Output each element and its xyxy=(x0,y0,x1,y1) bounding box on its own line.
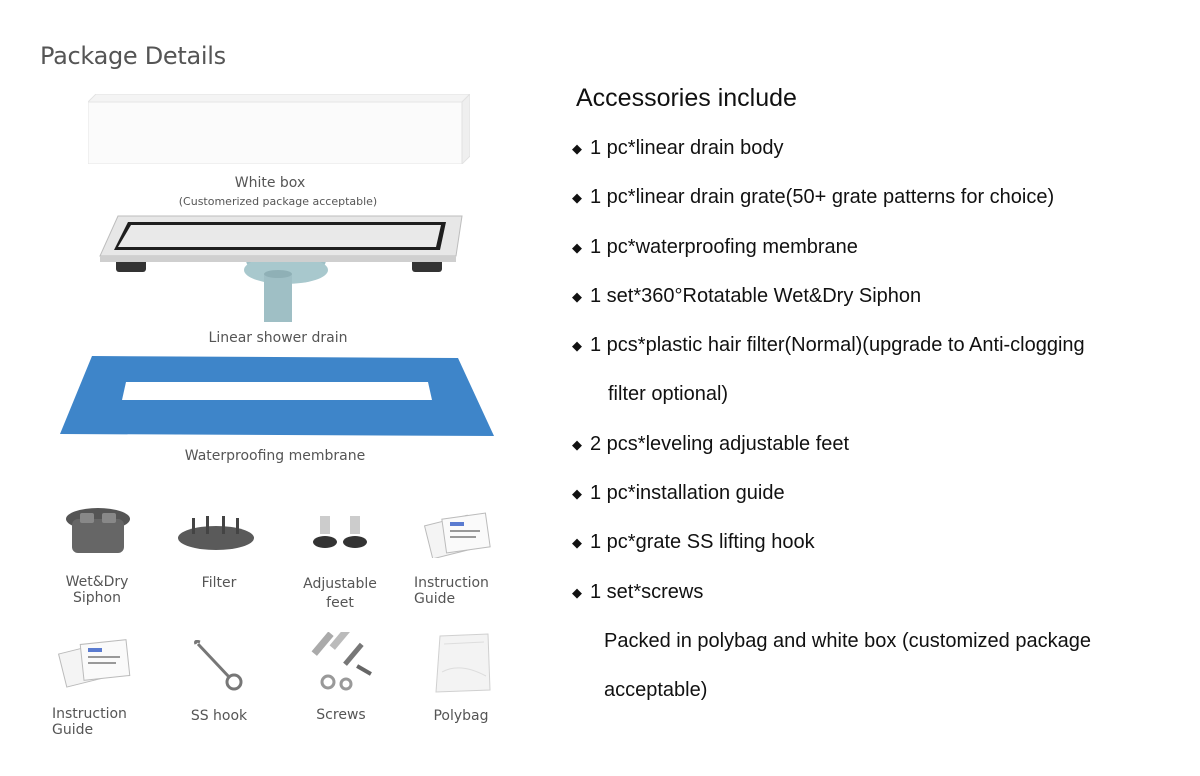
packing-note: Packed in polybag and white box (customi… xyxy=(604,629,1091,652)
filter-icon xyxy=(178,516,254,550)
accessory-label-screws: Screws xyxy=(316,707,366,723)
accessory-label-feet: Adjustable feet xyxy=(303,576,377,611)
diamond-bullet-icon: ◆ xyxy=(572,436,582,452)
shower-drain-label: Linear shower drain xyxy=(208,330,348,346)
diamond-bullet-icon: ◆ xyxy=(572,584,582,600)
shower-drain-image xyxy=(99,215,463,322)
membrane-label: Waterproofing membrane xyxy=(184,448,366,464)
diamond-bullet-icon: ◆ xyxy=(572,190,582,206)
accessory-label-filter: Filter xyxy=(201,575,237,591)
diamond-bullet-icon: ◆ xyxy=(572,338,582,354)
accessory-item: ◆1 pc*linear drain grate(50+ grate patte… xyxy=(572,173,1192,222)
feet-icon xyxy=(313,516,367,548)
accessory-item: ◆1 pc*grate SS lifting hook xyxy=(572,518,1192,567)
accessories-title: Accessories include xyxy=(576,84,797,112)
diamond-bullet-icon: ◆ xyxy=(572,535,582,551)
page-title: Package Details xyxy=(40,42,226,70)
accessory-label-polybag: Polybag xyxy=(433,708,489,724)
accessory-item: ◆1 pc*waterproofing membrane xyxy=(572,223,1192,272)
accessory-item: ◆1 pc*installation guide xyxy=(572,469,1192,518)
accessory-label-guide-2: Instruction Guide xyxy=(52,706,127,738)
diamond-bullet-icon: ◆ xyxy=(572,288,582,304)
accessory-label-guide: Instruction Guide xyxy=(414,575,489,607)
accessory-item: ◆1 pc*linear drain body xyxy=(572,124,1192,173)
accessory-item: ◆1 pcs*plastic hair filter(Normal)(upgra… xyxy=(572,321,1192,370)
membrane-image xyxy=(60,356,494,436)
accessory-item-continuation: filter optional) xyxy=(608,383,729,406)
white-box-image xyxy=(88,94,470,164)
white-box-sublabel: (Customerized package acceptable) xyxy=(178,195,378,208)
accessories-list: ◆1 pc*linear drain body ◆1 pc*linear dra… xyxy=(572,124,1192,716)
screws-icon xyxy=(311,632,372,691)
accessory-item: ◆1 set*360°Rotatable Wet&Dry Siphon xyxy=(572,272,1192,321)
guide-icon xyxy=(58,639,131,688)
diamond-bullet-icon: ◆ xyxy=(572,239,582,255)
white-box-label: White box xyxy=(234,175,306,191)
guide-icon xyxy=(424,512,491,558)
diamond-bullet-icon: ◆ xyxy=(572,486,582,502)
diamond-bullet-icon: ◆ xyxy=(572,141,582,156)
accessory-label-hook: SS hook xyxy=(190,708,248,724)
accessory-item: ◆1 set*screws xyxy=(572,568,1192,617)
packing-note-continuation: acceptable) xyxy=(604,679,708,702)
siphon-icon xyxy=(66,508,130,553)
polybag-icon xyxy=(435,633,491,693)
accessory-label-siphon: Wet&Dry Siphon xyxy=(65,574,129,606)
hook-icon xyxy=(194,640,243,691)
accessory-item: ◆2 pcs*leveling adjustable feet xyxy=(572,420,1192,469)
